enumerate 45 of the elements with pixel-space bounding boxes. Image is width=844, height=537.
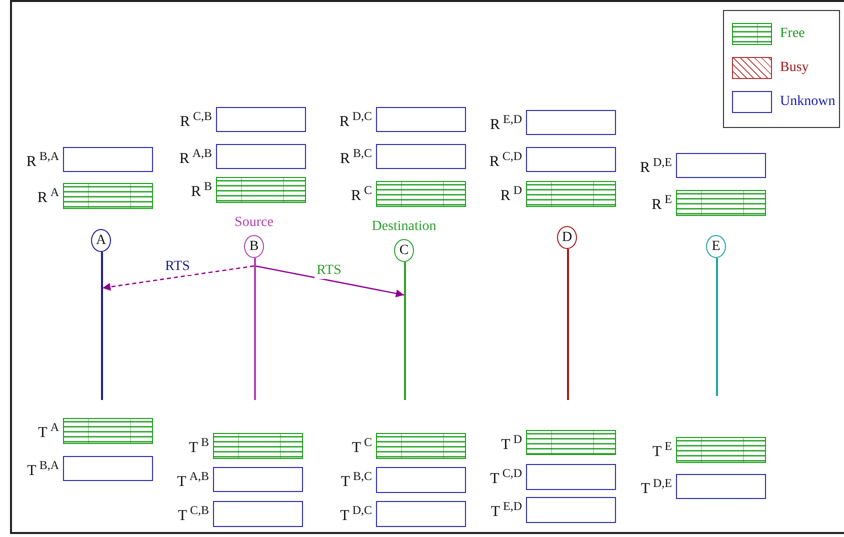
legend-label: Busy — [780, 60, 809, 76]
register-label: T$^{C,D}$ — [490, 466, 522, 488]
register-label: R$^{D,C}$ — [339, 108, 372, 130]
register-label: R$^{A,B}$ — [179, 146, 212, 168]
register-label: T$^{D,E}$ — [640, 476, 672, 498]
register-label: R$^{C}$ — [350, 183, 372, 205]
register-label: R$^{C,B}$ — [180, 108, 212, 130]
timeline — [101, 252, 102, 400]
register-label: R$^{C,D}$ — [489, 148, 522, 170]
register-label: T$^{C}$ — [352, 435, 372, 457]
register-label: T$^{B,A}$ — [27, 458, 59, 480]
timeline — [716, 258, 718, 396]
register-label: R$^{E}$ — [652, 192, 672, 214]
role-label: Source — [234, 215, 274, 231]
register-label: R$^{D,E}$ — [640, 154, 672, 176]
register-label: T$^{D}$ — [501, 432, 522, 454]
register-label: R$^{D}$ — [500, 183, 522, 205]
station-circle: A — [91, 229, 111, 252]
register-label: R$^{B,A}$ — [26, 148, 59, 170]
register-label: T$^{D,C}$ — [340, 503, 372, 525]
role-label: Destination — [372, 219, 436, 235]
register-label: T$^{A}$ — [38, 420, 59, 442]
edge-label: RTS — [314, 262, 344, 278]
register-label: T$^{E,D}$ — [490, 499, 522, 521]
register-label: T$^{B}$ — [188, 435, 209, 457]
legend-label: Free — [780, 26, 805, 42]
station-circle: D — [557, 226, 577, 249]
timeline — [254, 258, 256, 400]
register-label: R$^{A}$ — [37, 185, 59, 207]
edge-label: RTS — [163, 259, 192, 275]
register-label: T$^{B,C}$ — [340, 469, 372, 491]
rts-arrow — [255, 265, 404, 298]
timeline — [404, 262, 406, 400]
register-label: R$^{B}$ — [190, 179, 212, 201]
register-label: R$^{E,D}$ — [490, 112, 522, 134]
register-label: T$^{C,B}$ — [178, 503, 209, 525]
station-circle: C — [394, 239, 414, 262]
register-label: R$^{B,C}$ — [340, 146, 372, 168]
station-circle: B — [244, 235, 264, 258]
register-label: T$^{E}$ — [652, 439, 672, 461]
timeline — [567, 249, 568, 400]
legend-label: Unknown — [780, 94, 836, 110]
rts-arrow — [102, 265, 254, 291]
station-circle: E — [706, 235, 726, 258]
register-label: T$^{A,B}$ — [177, 468, 209, 490]
